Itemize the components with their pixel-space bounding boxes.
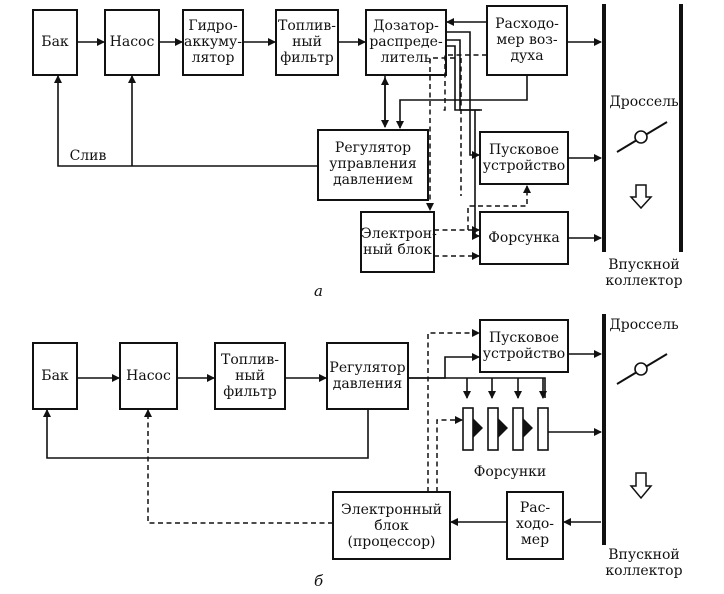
a-sliv-line <box>54 75 318 167</box>
b-box-puskovoe <box>479 319 569 373</box>
b-reg-pusk <box>408 353 480 379</box>
a-label-gidroakkum: Гидро- аккуму- лятор <box>184 18 242 66</box>
b-dash-blok-injectors <box>436 416 463 492</box>
a-label-raskhodomer: Расходо- мер воз- духа <box>495 16 559 64</box>
b-throttle-axis <box>634 362 648 376</box>
b-injectors <box>462 407 549 451</box>
b-flow-arrow <box>629 472 653 500</box>
b-box-elektronny <box>332 491 451 560</box>
a-label-sliv: Слив <box>69 148 107 164</box>
a-label-vpusknoy: Впускной коллектор <box>605 257 683 289</box>
a-label-filtr: Топлив- ный фильтр <box>278 18 336 66</box>
a-box-elektronny <box>360 211 435 273</box>
b-label-filtr: Топлив- ный фильтр <box>221 352 279 400</box>
b-label-forsunki: Форсунки <box>473 464 547 480</box>
a-label-drossel: Дроссель <box>609 94 679 110</box>
b-label-drossel: Дроссель <box>609 317 679 333</box>
a-dash-blok-pusk <box>467 185 531 230</box>
a-doz-forsunka <box>446 39 480 240</box>
a-box-raskhodomer <box>486 5 568 76</box>
b-label-raskhodomer: Рас- ходо- мер <box>515 500 555 548</box>
a-box-gidroakkum <box>182 9 244 76</box>
b-label-regulyator: Регулятор давления <box>329 360 406 392</box>
diagram-b-boxes <box>32 319 569 560</box>
b-label-elektronny: Электронный блок (процессор) <box>341 502 442 550</box>
b-box-raskhodomer <box>506 491 564 560</box>
a-label-elektronny: Электрон- ный блок <box>361 226 437 258</box>
a-doz-fors2 <box>446 45 482 111</box>
a-box-dozator <box>365 9 447 76</box>
b-caption: б <box>314 572 324 590</box>
b-label-nasos: Насос <box>126 368 171 384</box>
b-label-vpusknoy: Впускной коллектор <box>605 547 683 579</box>
b-box-bak <box>32 342 78 410</box>
a-label-regulyator: Регулятор управления давлением <box>329 140 417 188</box>
a-raskh-reg <box>396 75 528 129</box>
a-throttle-axis <box>634 130 648 144</box>
diagram-a-boxes <box>32 5 569 273</box>
a-doz-pusk <box>446 31 480 159</box>
a-label-dozator: Дозатор- распреде- литель <box>369 18 443 66</box>
a-box-forsunka <box>479 211 569 265</box>
b-box-nasos <box>119 342 178 410</box>
a-label-forsunka: Форсунка <box>488 230 560 246</box>
a-box-puskovoe <box>479 131 569 185</box>
b-dash-blok-pusk <box>427 329 480 492</box>
b-label-bak: Бак <box>41 368 69 384</box>
a-dash-doz-blok <box>426 57 455 211</box>
a-caption: а <box>314 282 323 300</box>
a-label-bak: Бак <box>41 34 69 50</box>
b-dash-blok-nasos <box>144 409 333 524</box>
b-box-regulyator <box>326 342 409 410</box>
a-dash-raskh-blok <box>440 54 487 111</box>
b-return-line <box>43 409 369 459</box>
a-label-nasos: Насос <box>109 34 155 50</box>
a-flow-arrow <box>629 184 653 210</box>
b-label-puskovoe: Пусковое устройство <box>482 330 566 362</box>
b-box-filtr <box>214 342 286 410</box>
a-box-regulyator <box>317 129 429 201</box>
a-label-puskovoe: Пусковое устройство <box>482 142 566 174</box>
